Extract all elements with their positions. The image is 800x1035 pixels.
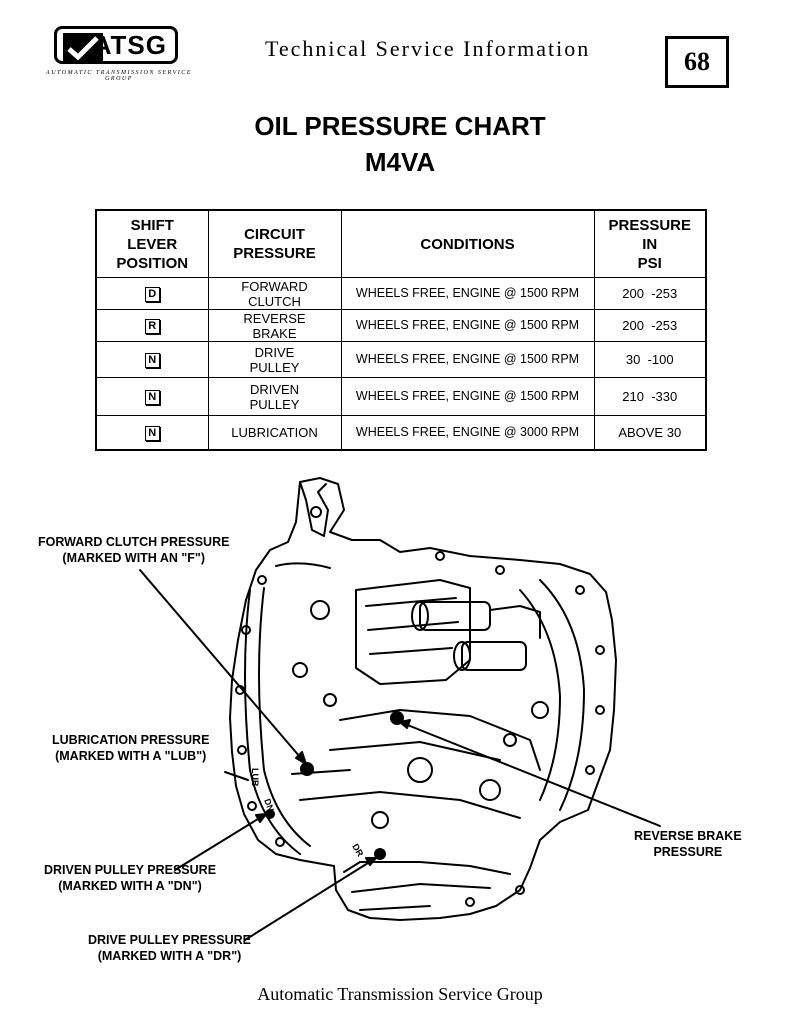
- table-row: N LUBRICATION WHEELS FREE, ENGINE @ 3000…: [95, 415, 707, 450]
- header-title: Technical Service Information: [265, 36, 591, 61]
- leader-driven-pulley: [174, 813, 267, 871]
- pressure-cell: 200 -253: [593, 277, 707, 310]
- header-conditions: CONDITIONS: [340, 209, 595, 278]
- leader-forward-clutch: [139, 569, 307, 765]
- port-label-dn: DN: [262, 797, 276, 813]
- conditions-cell: WHEELS FREE, ENGINE @ 1500 RPM: [340, 309, 595, 342]
- conditions-cell: WHEELS FREE, ENGINE @ 1500 RPM: [340, 377, 595, 416]
- lever-position-badge: N: [144, 353, 160, 368]
- transmission-illustration: LUB DN DR: [139, 477, 661, 941]
- callout-drive-pulley: DRIVE PULLEY PRESSURE (MARKED WITH A "DR…: [88, 933, 252, 963]
- lever-position-badge: D: [144, 287, 160, 302]
- page-number: 68: [665, 36, 729, 88]
- logo-frame: ATSG: [54, 26, 178, 64]
- pressure-cell: 200 -253: [593, 309, 707, 342]
- lever-position-badge: N: [144, 390, 160, 405]
- footer-text: Automatic Transmission Service Group: [257, 984, 543, 1004]
- callout-driven-pulley: DRIVEN PULLEY PRESSURE (MARKED WITH A "D…: [44, 863, 217, 893]
- callout-forward-clutch: FORWARD CLUTCH PRESSURE (MARKED WITH AN …: [38, 535, 230, 565]
- transmission-diagram: LUB DN DR FORWARD CLUTCH PRESSURE (MARKE…: [0, 470, 800, 980]
- pressure-cell: ABOVE 30: [593, 415, 707, 450]
- page-title: OIL PRESSURE CHART M4VA: [0, 108, 800, 180]
- oil-pressure-table: SHIFT LEVER POSITION CIRCUIT PRESSURE CO…: [95, 209, 707, 451]
- checkmark-icon: [63, 33, 103, 63]
- logo-text: ATSG: [92, 29, 167, 60]
- header-pressure-psi: PRESSURE IN PSI: [593, 209, 707, 278]
- conditions-cell: WHEELS FREE, ENGINE @ 1500 RPM: [340, 341, 595, 378]
- header-circuit-pressure: CIRCUIT PRESSURE: [207, 209, 342, 278]
- port-label-dr: DR: [350, 842, 365, 859]
- title-line-1: OIL PRESSURE CHART: [254, 111, 546, 141]
- pressure-cell: 30 -100: [593, 341, 707, 378]
- circuit-cell: LUBRICATION: [207, 415, 342, 450]
- logo-subtext: AUTOMATIC TRANSMISSION SERVICE GROUP: [46, 70, 192, 82]
- callout-lubrication: LUBRICATION PRESSURE (MARKED WITH A "LUB…: [52, 733, 210, 763]
- callout-reverse-brake: REVERSE BRAKE PRESSURE: [634, 829, 742, 859]
- conditions-cell: WHEELS FREE, ENGINE @ 3000 RPM: [340, 415, 595, 450]
- leader-reverse-brake: [399, 721, 661, 827]
- lever-position-badge: N: [144, 425, 160, 441]
- leader-drive-pulley: [244, 857, 377, 941]
- pressure-cell: 210 -330: [593, 377, 707, 416]
- leader-lubrication: [224, 771, 249, 781]
- conditions-cell: WHEELS FREE, ENGINE @ 1500 RPM: [340, 277, 595, 310]
- title-line-2: M4VA: [364, 147, 436, 177]
- table-header-row: SHIFT LEVER POSITION CIRCUIT PRESSURE CO…: [95, 209, 707, 278]
- port-label-lub: LUB: [250, 768, 260, 787]
- atsg-logo: ATSG AUTOMATIC TRANSMISSION SERVICE GROU…: [44, 22, 194, 82]
- header-shift-lever-position: SHIFT LEVER POSITION: [95, 209, 209, 278]
- lever-position-badge: R: [144, 319, 160, 334]
